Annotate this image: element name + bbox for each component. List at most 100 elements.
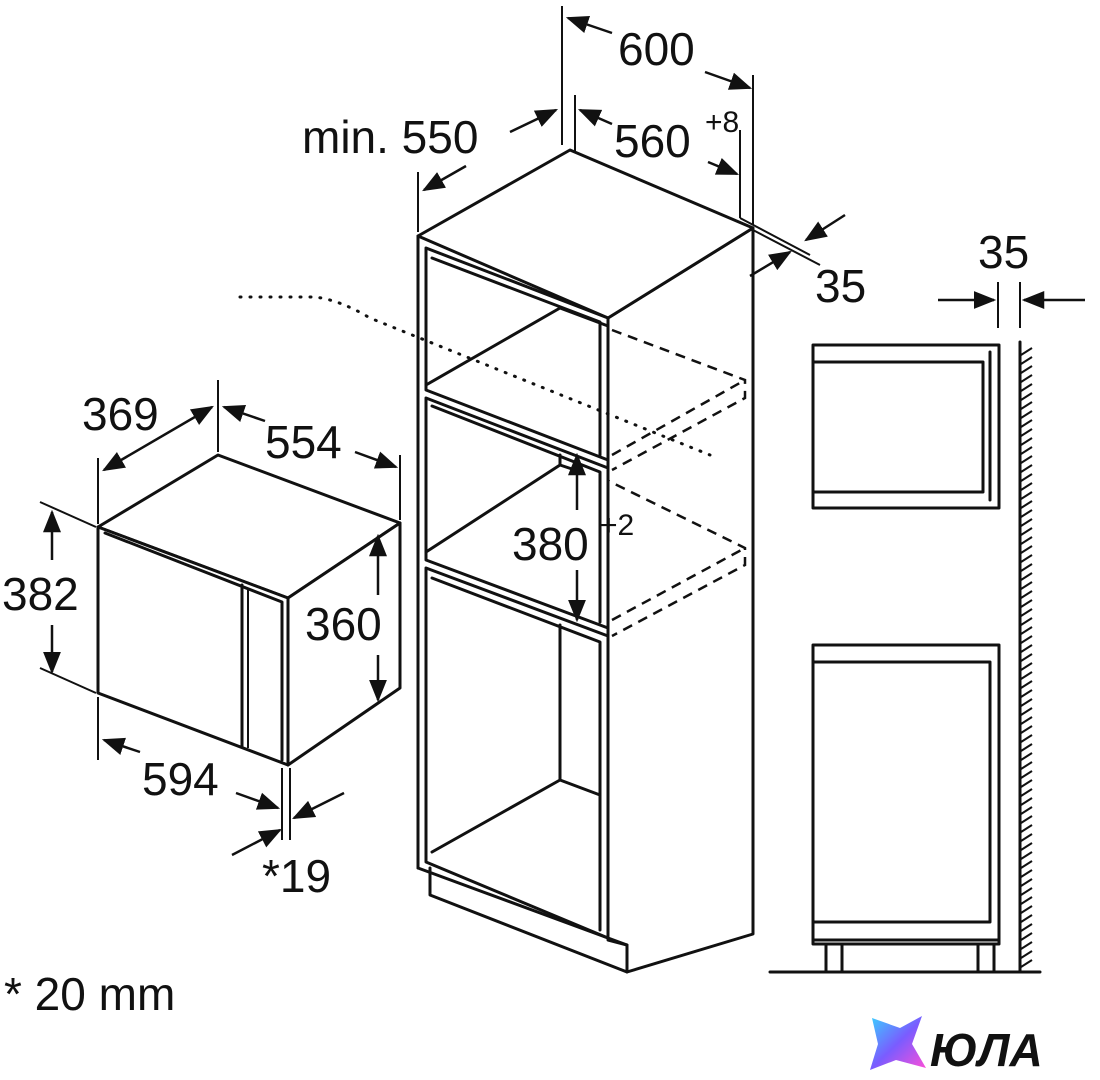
wall-hatch-stroke (1020, 734, 1033, 743)
niche-upper-dashed (611, 328, 747, 472)
cabinet-upper-compartment (424, 246, 610, 462)
wall-hatch-stroke (1020, 554, 1033, 563)
wall-hatch-stroke (1020, 572, 1033, 581)
wall-hatch-stroke (1020, 770, 1033, 779)
label-554: 554 (265, 416, 342, 468)
cabinet-side-panel (606, 226, 755, 974)
wall-hatch-stroke (1020, 446, 1033, 455)
wall-hatch-stroke (1020, 563, 1033, 572)
label-35-wall: 35 (978, 226, 1029, 278)
wall-hatch-stroke (1020, 509, 1033, 518)
wall-hatch-stroke (1020, 842, 1033, 851)
dimension-labels: 369 554 382 360 594 *19 600 min. 550 560… (2, 23, 1029, 1020)
cabinet-drawing (238, 148, 755, 974)
wall-hatch-stroke (1020, 644, 1033, 653)
microwave-drawing (96, 453, 402, 767)
cabinet-lower-compartment (424, 566, 610, 940)
wall-hatch-stroke (1020, 950, 1033, 959)
wall-hatch-stroke (1020, 383, 1033, 392)
wall-hatch-stroke (1020, 680, 1033, 689)
wall-hatch-stroke (1020, 653, 1033, 662)
side-upper-unit (811, 343, 1001, 510)
label-door-19: *19 (262, 850, 331, 902)
wall-hatch-stroke (1020, 869, 1033, 878)
wall-hatch-stroke (1020, 725, 1033, 734)
wall-hatch-stroke (1020, 428, 1033, 437)
yula-logo: ЮЛА (870, 1016, 1043, 1076)
side-leg-front (824, 942, 844, 974)
wall-hatch-stroke (1020, 635, 1033, 644)
wall-hatch-stroke (1020, 752, 1033, 761)
cabinet-top-panel (416, 148, 755, 320)
wall-hatch-stroke (1020, 419, 1033, 428)
label-min-550: min. 550 (302, 111, 478, 163)
wall-hatch-stroke (1020, 923, 1033, 932)
wall-hatch-stroke (1020, 761, 1033, 770)
wall-hatch-stroke (1020, 788, 1033, 797)
wall-hatch-stroke (1020, 365, 1033, 374)
wall-hatch-stroke (1020, 536, 1033, 545)
wall-hatch-stroke (1020, 527, 1033, 536)
wall-hatch-stroke (1020, 743, 1033, 752)
wall-hatch-stroke (1020, 518, 1033, 527)
wall-hatch-stroke (1020, 896, 1033, 905)
wall-hatch-stroke (1020, 608, 1033, 617)
wall-hatch-stroke (1020, 698, 1033, 707)
wall-hatch-stroke (1020, 689, 1033, 698)
logo-text: ЮЛА (930, 1024, 1043, 1075)
cabinet-dimensions (417, 6, 846, 623)
microwave-frame (103, 531, 284, 762)
yula-star-icon (870, 1016, 926, 1070)
wall-hatch-stroke (1020, 887, 1033, 896)
wall-hatch-stroke (1020, 401, 1033, 410)
label-35-back: 35 (815, 260, 866, 312)
wall-hatch-stroke (1020, 797, 1033, 806)
wall-hatch-stroke (1020, 581, 1033, 590)
wall-hatch-stroke (1020, 482, 1033, 491)
label-360: 360 (305, 598, 382, 650)
wall-hatch-stroke (1020, 392, 1033, 401)
wall-hatch-stroke (1020, 437, 1033, 446)
wall-hatch-stroke (1020, 500, 1033, 509)
wall-hatch-stroke (1020, 779, 1033, 788)
wall-hatch-stroke (1020, 464, 1033, 473)
cabinet-microwave-niche (424, 396, 610, 630)
wall-hatch-stroke (1020, 932, 1033, 941)
wall-hatch-stroke (1020, 617, 1033, 626)
wall-hatch-stroke (1020, 959, 1033, 968)
label-600: 600 (618, 23, 695, 75)
projection-dotted-line (238, 295, 712, 457)
microwave-dimensions (39, 380, 401, 857)
wall-hatch-stroke (1020, 410, 1033, 419)
wall-hatch-stroke (1020, 473, 1033, 482)
wall-hatch-stroke (1020, 905, 1033, 914)
wall-hatch-stroke (1020, 914, 1033, 923)
wall-hatch-stroke (1020, 851, 1033, 860)
wall-hatch-stroke (1020, 716, 1033, 725)
footnote: * 20 mm (4, 968, 175, 1020)
side-lower-unit (811, 643, 1001, 942)
label-380-tolerance: +2 (600, 509, 634, 542)
wall-hatch-stroke (1020, 860, 1033, 869)
label-594: 594 (142, 753, 219, 805)
wall-hatch-stroke (1020, 833, 1033, 842)
wall-hatch-stroke (1020, 815, 1033, 824)
label-560-tolerance: +8 (705, 106, 739, 139)
side-leg-back (976, 942, 996, 974)
label-560: 560 (614, 115, 691, 167)
wall-hatch-stroke (1020, 374, 1033, 383)
wall-hatch-stroke (1020, 671, 1033, 680)
wall-hatch-stroke (1020, 545, 1033, 554)
wall-hatch-stroke (1020, 707, 1033, 716)
wall-hatch-stroke (1020, 347, 1033, 356)
wall-hatch-stroke (1020, 941, 1033, 950)
label-382: 382 (2, 568, 79, 620)
wall-hatch-stroke (1020, 590, 1033, 599)
wall-hatch-stroke (1020, 599, 1033, 608)
wall-hatch-stroke (1020, 878, 1033, 887)
wall-hatch-stroke (1020, 626, 1033, 635)
wall-hatch-stroke (1020, 356, 1033, 365)
wall-hatch-stroke (1020, 824, 1033, 833)
